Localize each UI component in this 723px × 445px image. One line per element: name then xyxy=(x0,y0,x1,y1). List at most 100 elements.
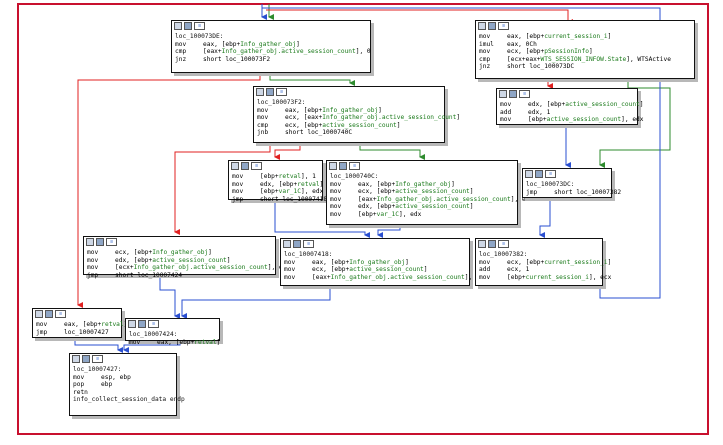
code-line: mov[ebp+var_1C], edx xyxy=(330,211,514,219)
block-color-icon[interactable] xyxy=(499,90,507,98)
block-graph-icon[interactable] xyxy=(241,162,249,170)
code-line: retn xyxy=(73,389,173,397)
operand-suffix: ] xyxy=(469,203,474,211)
block-edit-icon[interactable]: ≡ xyxy=(545,170,556,178)
block-color-icon[interactable] xyxy=(72,355,80,363)
operand-symbol[interactable]: active_session_count xyxy=(565,101,640,108)
operand-symbol[interactable]: Info_gather_obj xyxy=(240,40,297,48)
code-line: loc_10007382: xyxy=(479,251,599,259)
block-edit-icon[interactable]: ≡ xyxy=(498,22,509,30)
block-color-icon[interactable] xyxy=(329,162,337,170)
block-color-icon[interactable] xyxy=(86,238,94,246)
block-edit-icon[interactable]: ≡ xyxy=(303,240,314,248)
operands: [eax+Info_gather_obj.active_session_coun… xyxy=(312,274,487,281)
operand-symbol[interactable]: WTS_SESSION_INFOW.State xyxy=(540,55,627,63)
operand-suffix: ] xyxy=(319,180,324,188)
code-line: loc_100073DC: xyxy=(526,181,608,189)
operand-symbol[interactable]: Info_gather_obj.active_session_count xyxy=(330,273,465,281)
operand-symbol[interactable]: active_session_count xyxy=(395,188,470,196)
block-edit-icon[interactable]: ≡ xyxy=(276,88,287,96)
operand-symbol[interactable]: Info_gather_obj xyxy=(322,106,379,114)
operand-symbol[interactable]: current_session_i xyxy=(525,273,589,281)
block-graph-icon[interactable] xyxy=(509,90,517,98)
operand-symbol[interactable]: Info_gather_obj.active_session_count xyxy=(221,48,356,56)
block-color-icon[interactable] xyxy=(283,240,291,248)
operand-symbol[interactable]: var_1C xyxy=(278,188,301,196)
operand-symbol[interactable]: var_1C xyxy=(376,210,399,218)
block-graph-icon[interactable] xyxy=(488,22,496,30)
operand-symbol[interactable]: retval xyxy=(194,338,217,346)
operand-symbol[interactable]: active_session_count xyxy=(349,266,424,274)
block-graph-icon[interactable] xyxy=(184,22,192,30)
block-color-icon[interactable] xyxy=(174,22,182,30)
block-color-icon[interactable] xyxy=(128,320,136,328)
operand-symbol[interactable]: active_session_count xyxy=(546,116,622,124)
operand-symbol[interactable]: pSessionInfo xyxy=(544,48,589,56)
block-edit-icon[interactable]: ≡ xyxy=(92,355,103,363)
block-edit-icon[interactable]: ≡ xyxy=(251,162,262,170)
block-color-icon[interactable] xyxy=(478,22,486,30)
operand-symbol[interactable]: Info_gather_obj.active_session_count xyxy=(376,195,511,203)
operand-symbol[interactable]: current_session_i xyxy=(544,258,608,266)
operand-prefix: ecx, [eax+ xyxy=(285,114,323,122)
block-edit-icon[interactable]: ≡ xyxy=(498,240,509,248)
block-edit-icon[interactable]: ≡ xyxy=(148,320,159,328)
block-graph-icon[interactable] xyxy=(82,355,90,363)
edge-n11-n13 xyxy=(74,338,123,353)
block-edit-icon[interactable]: ≡ xyxy=(519,90,530,98)
operand-symbol[interactable]: active_session_count xyxy=(395,203,470,211)
operand-symbol[interactable]: Info_gather_obj xyxy=(152,249,209,256)
block-graph-icon[interactable] xyxy=(488,240,496,248)
block-graph-icon[interactable] xyxy=(535,170,543,178)
operand-symbol[interactable]: Info_gather_obj.active_session_count xyxy=(322,114,457,122)
block-graph-icon[interactable] xyxy=(293,240,301,248)
block-color-icon[interactable] xyxy=(35,310,43,318)
block-graph-icon[interactable] xyxy=(138,320,146,328)
operand-symbol[interactable]: Info_gather_obj.active_session_count xyxy=(133,264,268,272)
block-header: ≡ xyxy=(84,237,275,248)
block-edit-icon[interactable]: ≡ xyxy=(194,22,205,30)
operand-prefix: short loc_100073DC xyxy=(507,63,575,71)
block-edit-icon[interactable]: ≡ xyxy=(349,162,360,170)
operand-symbol[interactable]: active_session_count xyxy=(322,121,397,129)
block-graph-icon[interactable] xyxy=(45,310,53,318)
operand-symbol[interactable]: Info_gather_obj xyxy=(395,180,452,188)
block-edit-icon[interactable]: ≡ xyxy=(55,310,66,318)
block-color-icon[interactable] xyxy=(478,240,486,248)
operand-symbol[interactable]: Info_gather_obj xyxy=(349,258,406,266)
block-color-icon[interactable] xyxy=(231,162,239,170)
operand-symbol[interactable]: retval xyxy=(297,180,320,188)
operand-symbol[interactable]: retval xyxy=(101,321,124,328)
block-edit-icon[interactable]: ≡ xyxy=(106,238,117,246)
operands: short loc_10007418 xyxy=(260,196,327,203)
edge-n1-n11 xyxy=(77,73,261,308)
code-line: mov[ebp+current_session_i], ecx xyxy=(479,273,611,282)
block-color-icon[interactable] xyxy=(525,170,533,178)
block-graph-icon[interactable] xyxy=(266,88,274,96)
block-graph-icon[interactable] xyxy=(96,238,104,246)
operand-symbol[interactable]: current_session_i xyxy=(544,33,608,40)
edge-n3-n6 xyxy=(359,143,425,160)
operand-symbol[interactable]: active_session_count xyxy=(152,256,227,264)
block-graph-icon[interactable] xyxy=(339,162,347,170)
block-color-icon[interactable] xyxy=(256,88,264,96)
operand-symbol[interactable]: retval xyxy=(278,173,301,180)
